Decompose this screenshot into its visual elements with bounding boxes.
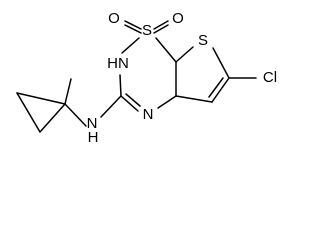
bond-s-o-left-a: [124, 20, 142, 30]
atom-nh-amino-n: N: [87, 115, 98, 132]
atom-s-thiophene: S: [198, 32, 208, 49]
structure-canvas: O O S S HN N N H Cl: [16, 10, 278, 144]
bond-c6-c5-b: [208, 77, 224, 98]
bond-c7a-s: [155, 37, 177, 63]
bond-nh-c3: [119, 74, 122, 97]
bond-c3-n4-b: [125, 93, 141, 107]
bond-s-thio-c6: [212, 47, 230, 79]
atom-cl: Cl: [263, 69, 277, 86]
bond-layer: [16, 20, 257, 133]
atom-nh-ring: HN: [107, 55, 129, 72]
atom-o-right: O: [172, 10, 184, 27]
atom-n-ring: N: [143, 106, 154, 123]
bond-nh-cq: [64, 103, 87, 127]
bond-cq-methyl: [64, 78, 72, 105]
bond-c7a-s-thio: [175, 46, 194, 63]
bond-c6-c5-a: [211, 77, 230, 103]
bond-s-o-right-b: [153, 24, 169, 34]
molecule-drawing: O O S S HN N N H Cl: [16, 10, 278, 144]
bond-cq-cp1: [16, 92, 66, 105]
bond-c3-nh-amino: [100, 95, 122, 118]
bond-s-nh: [121, 37, 140, 54]
atom-o-left: O: [108, 10, 120, 27]
label-layer: O O S S HN N N H Cl: [87, 10, 278, 144]
bond-cq-cp2: [39, 103, 66, 133]
bond-n4-c4a: [157, 95, 177, 109]
bond-s-o-left-b: [124, 24, 142, 34]
bond-c3-n4-a: [120, 95, 139, 112]
bond-c5-c4a: [175, 95, 213, 103]
bond-s-o-right-a: [153, 20, 169, 30]
atom-nh-amino-h: H: [88, 129, 99, 144]
atom-s-sulfonyl: S: [142, 22, 152, 39]
bond-cp1-cp2: [16, 92, 41, 133]
